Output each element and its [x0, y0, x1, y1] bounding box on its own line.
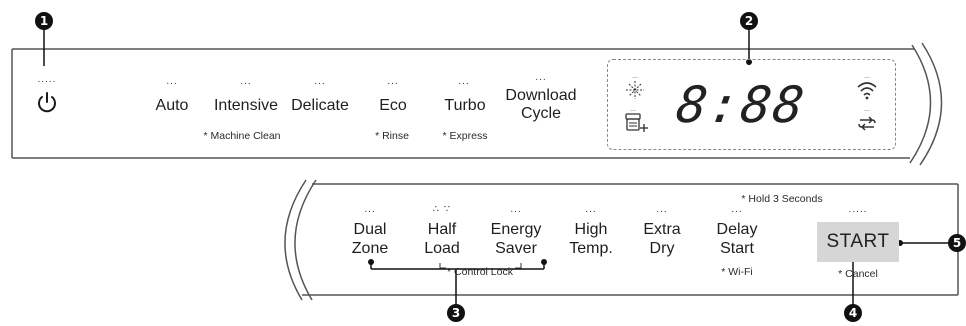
- indicator-dots: ...: [240, 76, 252, 87]
- callout-4: 4: [844, 304, 862, 322]
- program-eco-label: Eco: [379, 97, 407, 114]
- start-button[interactable]: START: [817, 222, 899, 262]
- saver-label: Saver: [495, 240, 537, 257]
- dual-label: Dual: [353, 221, 387, 238]
- callout-1: 1: [35, 12, 53, 30]
- program-turbo-note: * Express: [442, 130, 488, 142]
- callout-3: 3: [447, 304, 465, 322]
- callout-5: 5: [948, 234, 966, 252]
- program-eco-note: * Rinse: [375, 130, 409, 142]
- power-icon[interactable]: [35, 91, 59, 115]
- wifi-note: * Wi-Fi: [721, 266, 753, 278]
- indicator-dots: ...: [387, 76, 399, 87]
- indicator-dots: ...: [364, 204, 376, 215]
- callout-2: 2: [740, 12, 758, 30]
- indicator-dots: ...: [585, 204, 597, 215]
- indicator-dots: ...: [166, 76, 178, 87]
- time-display: 8:88: [672, 76, 810, 134]
- hold-3-seconds-note: * Hold 3 Seconds: [741, 193, 823, 205]
- dry-label: Dry: [649, 240, 675, 257]
- program-download-label: Download: [505, 87, 577, 104]
- zone-label: Zone: [351, 240, 389, 257]
- svg-text:...: ...: [864, 106, 870, 113]
- energy-label: Energy: [490, 221, 542, 238]
- svg-text:...: ...: [630, 106, 636, 113]
- program-intensive-label: Intensive: [213, 97, 279, 114]
- program-intensive-note: * Machine Clean: [203, 130, 281, 142]
- wifi-icon: ...: [857, 73, 877, 100]
- remote-icon: ...: [858, 106, 876, 131]
- temp-label: Temp.: [569, 240, 613, 257]
- program-turbo-label: Turbo: [444, 97, 486, 114]
- extra-label: Extra: [643, 221, 681, 238]
- detergent-icon: ...: [625, 106, 648, 132]
- load-label: Load: [424, 240, 460, 257]
- half-label: Half: [427, 221, 457, 238]
- indicator-dots: ...: [535, 72, 547, 83]
- svg-text:...: ...: [864, 73, 870, 80]
- program-delicate-label: Delicate: [291, 97, 349, 114]
- cancel-note: * Cancel: [838, 268, 878, 280]
- high-label: High: [574, 221, 608, 238]
- display-area: [607, 59, 896, 150]
- start-indicator: .....: [848, 204, 868, 215]
- sparkle-icon: ...: [626, 73, 644, 99]
- control-lock-note: * Control Lock: [447, 266, 513, 278]
- program-auto-label: Auto: [155, 97, 189, 114]
- indicator-dots: ...: [458, 76, 470, 87]
- indicator-dots: ...: [731, 204, 743, 215]
- program-cycle-label: Cycle: [520, 105, 562, 122]
- delay-label: Delay: [716, 221, 758, 238]
- indicator-dots: ...: [656, 204, 668, 215]
- power-indicator: .....: [37, 74, 57, 85]
- indicator-dots: ...: [510, 204, 522, 215]
- half-load-indicators: ∴ ∵: [432, 204, 452, 215]
- indicator-dots: ...: [314, 76, 326, 87]
- svg-text:...: ...: [632, 73, 638, 80]
- start-label: Start: [720, 240, 754, 257]
